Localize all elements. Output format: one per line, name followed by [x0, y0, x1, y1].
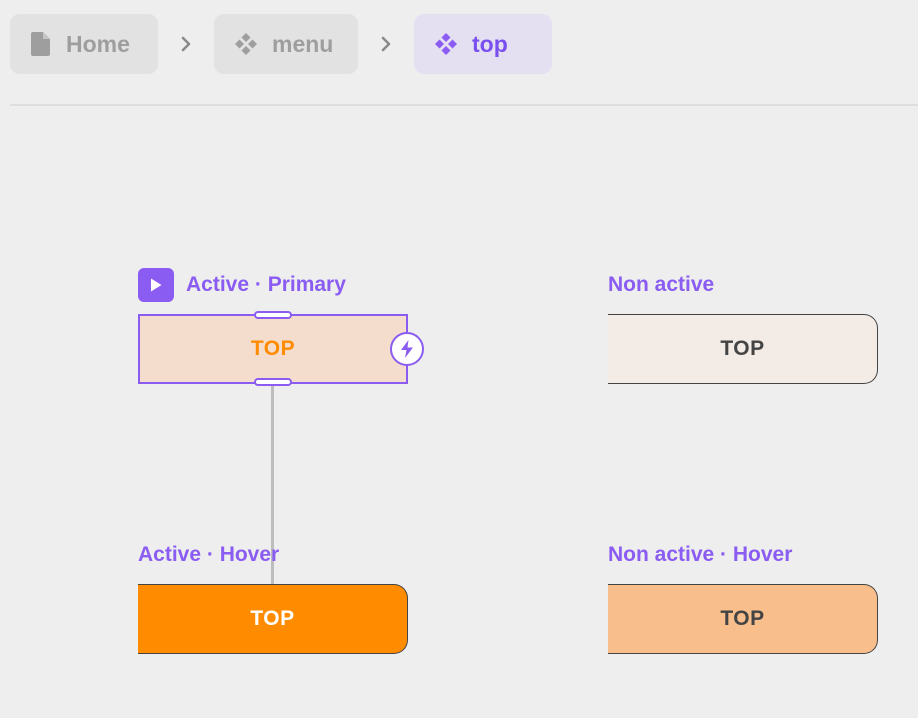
resize-handle-bottom[interactable]: [254, 378, 292, 386]
component-icon: [234, 32, 258, 56]
top-button-active-hover[interactable]: TOP: [138, 584, 408, 654]
button-label: TOP: [720, 337, 765, 360]
button-label: TOP: [250, 337, 296, 360]
variant-label-non-active-hover: Non active · Hover: [608, 543, 793, 566]
breadcrumb-item-top[interactable]: top: [414, 14, 552, 74]
bolt-icon[interactable]: [390, 332, 424, 366]
top-button-non-active-hover[interactable]: TOP: [608, 584, 878, 654]
variant-label-non-active: Non active: [608, 273, 715, 296]
breadcrumb-item-home[interactable]: Home: [10, 14, 158, 74]
breadcrumb-label: top: [472, 30, 508, 57]
resize-handle-top[interactable]: [254, 311, 292, 319]
variant-label-active-hover: Active · Hover: [138, 543, 280, 566]
breadcrumb-item-menu[interactable]: menu: [214, 14, 358, 74]
chevron-right-icon: [172, 30, 200, 58]
breadcrumb-label: Home: [66, 30, 130, 57]
top-button-non-active[interactable]: TOP: [608, 314, 878, 384]
component-icon: [434, 32, 458, 56]
play-icon[interactable]: [138, 268, 174, 302]
breadcrumb-label: menu: [272, 30, 334, 57]
connector-line: [271, 386, 274, 584]
divider: [10, 104, 918, 106]
button-label: TOP: [250, 607, 295, 630]
file-icon: [30, 31, 52, 57]
chevron-right-icon: [372, 30, 400, 58]
button-label: TOP: [720, 607, 765, 630]
variant-label-active-primary: Active · Primary: [186, 273, 346, 296]
top-button-active-primary[interactable]: TOP: [138, 314, 408, 384]
